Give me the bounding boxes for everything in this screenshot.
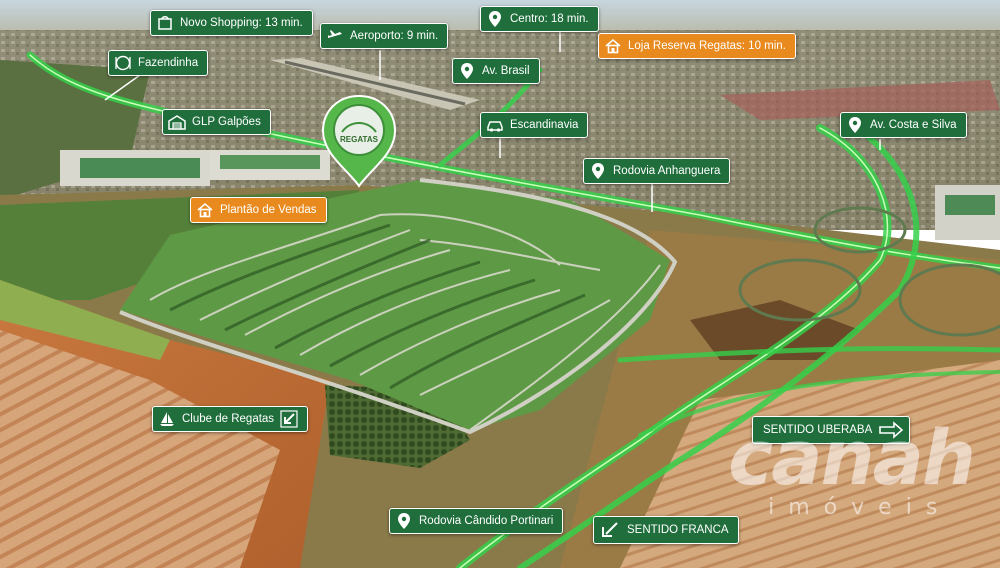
label-aeroporto[interactable]: Aeroporto: 9 min. <box>320 23 449 49</box>
airplane-icon <box>326 27 344 45</box>
label-text: Av. Costa e Silva <box>870 119 957 131</box>
house-icon <box>196 201 214 219</box>
label-glp-galpoes[interactable]: GLP Galpões <box>162 109 271 135</box>
label-plantao-de-vendas[interactable]: Plantão de Vendas <box>190 197 327 223</box>
warehouse-icon <box>168 113 186 131</box>
label-text: Plantão de Vendas <box>220 204 317 216</box>
label-escandinavia[interactable]: Escandinavia <box>480 112 589 138</box>
label-rodovia-anhanguera[interactable]: Rodovia Anhanguera <box>583 158 731 184</box>
location-pin-icon <box>589 162 607 180</box>
label-text: Loja Reserva Regatas: 10 min. <box>628 40 786 52</box>
label-text: Rodovia Anhanguera <box>613 165 721 177</box>
arrow-down-left-icon <box>280 410 298 428</box>
label-text: Rodovia Cândido Portinari <box>419 515 554 527</box>
house-icon <box>604 37 622 55</box>
label-rodovia-candido-portinari[interactable]: Rodovia Cândido Portinari <box>389 508 564 534</box>
location-pin-icon <box>458 62 476 80</box>
location-pin-icon <box>486 10 504 28</box>
arrow-down-left-icon <box>599 521 621 539</box>
label-text: Av. Brasil <box>482 65 530 77</box>
pin-brand-text: REGATAS <box>340 135 379 144</box>
label-text: Escandinavia <box>510 119 579 131</box>
location-pin-icon <box>395 512 413 530</box>
label-text: Novo Shopping: 13 min. <box>180 17 303 29</box>
location-pin-icon <box>846 116 864 134</box>
label-av-costa-e-silva[interactable]: Av. Costa e Silva <box>840 112 967 138</box>
label-centro[interactable]: Centro: 18 min. <box>480 6 599 32</box>
map-pin-icon: REGATAS <box>321 94 397 188</box>
canah-watermark: canah imóveis <box>728 413 976 520</box>
regatas-location-pin[interactable]: REGATAS <box>320 94 398 188</box>
label-text: Centro: 18 min. <box>510 13 589 25</box>
label-text: SENTIDO UBERABA <box>763 424 873 436</box>
label-loja-reserva-regatas[interactable]: Loja Reserva Regatas: 10 min. <box>598 33 796 59</box>
sailboat-icon <box>158 410 176 428</box>
label-av-brasil[interactable]: Av. Brasil <box>452 58 540 84</box>
shopping-bag-icon <box>156 14 174 32</box>
label-sentido-franca[interactable]: SENTIDO FRANCA <box>593 516 739 544</box>
label-sentido-uberaba[interactable]: SENTIDO UBERABA <box>752 416 911 444</box>
label-text: Aeroporto: 9 min. <box>350 30 439 42</box>
label-text: Fazendinha <box>138 57 199 69</box>
label-novo-shopping[interactable]: Novo Shopping: 13 min. <box>150 10 313 36</box>
label-text: Clube de Regatas <box>182 413 275 425</box>
label-clube-de-regatas[interactable]: Clube de Regatas <box>152 406 309 432</box>
label-fazendinha[interactable]: Fazendinha <box>108 50 209 76</box>
utensils-icon <box>114 54 132 72</box>
label-text: SENTIDO FRANCA <box>627 524 729 536</box>
label-text: GLP Galpões <box>192 116 261 128</box>
watermark-sub: imóveis <box>768 495 952 520</box>
arrow-right-icon <box>878 421 904 439</box>
watermark-brand: canah <box>728 413 976 502</box>
car-icon <box>486 116 504 134</box>
